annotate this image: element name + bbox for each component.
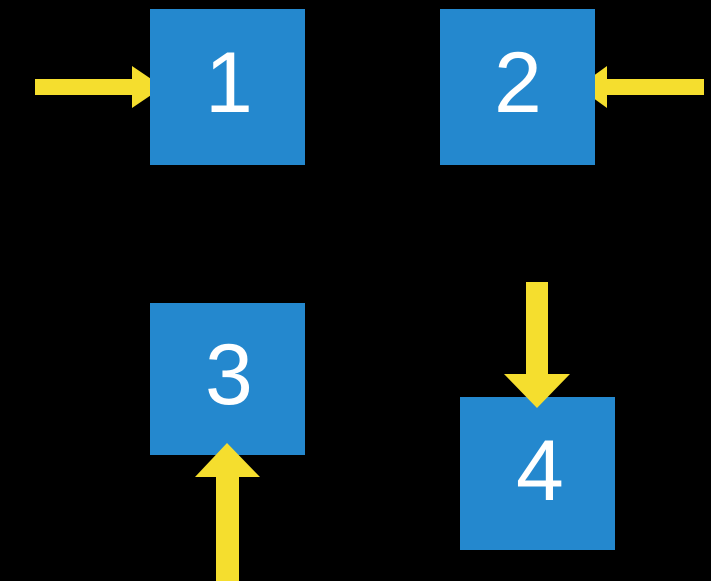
arrow-into-box-3-shape <box>195 443 260 581</box>
arrow-into-box-4-shape <box>504 282 570 408</box>
box-4[interactable] <box>460 397 615 550</box>
arrow-into-box-4-icon <box>504 282 570 408</box>
box-3-label: 3 <box>205 327 253 423</box>
box-4-label: 4 <box>516 423 564 519</box>
arrow-into-box-1-icon <box>35 66 163 108</box>
box-2[interactable] <box>440 9 595 165</box>
box-1[interactable] <box>150 9 305 165</box>
arrow-into-box-1-shape <box>35 66 163 108</box>
arrow-into-box-2-shape <box>578 66 704 108</box>
box-3[interactable] <box>150 303 305 455</box>
arrow-into-box-2-icon <box>578 66 704 108</box>
box-2-label: 2 <box>494 35 542 131</box>
arrow-into-box-3-icon <box>195 443 260 581</box>
box-1-label: 1 <box>205 35 253 131</box>
